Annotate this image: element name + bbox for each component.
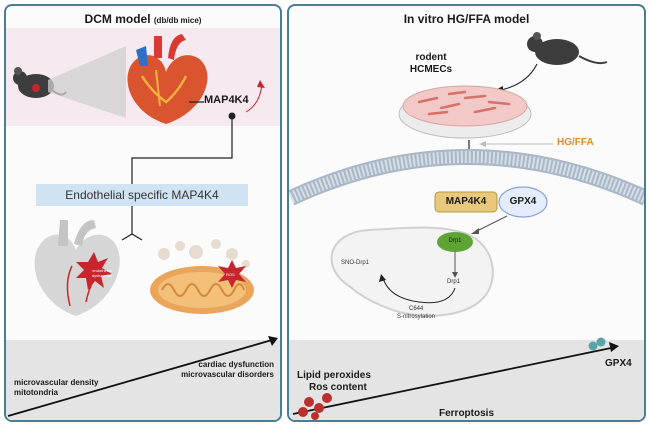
- in-vitro-title: In vitro HG/FFA model: [403, 12, 530, 26]
- sno-drp1-label: SNO-Drp1: [341, 260, 370, 266]
- endothelial-dysfunction-label: endothelial dysfunction: [91, 268, 113, 278]
- endothelial-specific-label: Endothelial specific MAP4K4: [65, 188, 219, 202]
- gpx4-label: GPX4: [509, 196, 537, 207]
- petri-dish-icon: [398, 85, 532, 139]
- dcm-model-title: DCM model (db/db mice): [6, 12, 280, 26]
- nitrosylation-arrow: [382, 277, 456, 304]
- cardiac-dysfunction-label: cardiac dysfunction: [198, 360, 274, 369]
- heart-gray-icon: [34, 220, 120, 316]
- bottom-band: [6, 340, 280, 420]
- s-nitrosylation-label: S-nitrosylation: [397, 314, 436, 320]
- cells-label-1: rodent: [415, 52, 447, 63]
- drp1-label: Drp1: [447, 279, 461, 285]
- cells-label-2: HCMECs: [409, 64, 453, 75]
- ros-content-label: Ros content: [309, 382, 367, 393]
- ros-label: ROS: [226, 272, 235, 277]
- dcm-title-sub: (db/db mice): [153, 16, 202, 25]
- map4k4-box: [434, 191, 498, 213]
- zoom-cone: [48, 46, 126, 118]
- in-vitro-panel: In vitro HG/FFA model rodent HCMECs HG/F…: [287, 4, 646, 422]
- trend-arrow: [292, 347, 612, 415]
- drp1-green-label: Drp1: [448, 238, 462, 244]
- mouse-icon: [527, 32, 608, 65]
- dcm-model-panel: DCM model (db/db mice) MAP4K4 Endothelia…: [4, 4, 282, 422]
- microvascular-disorders-label: microvascular disorders: [181, 370, 274, 379]
- map4k4-label: MAP4K4: [445, 196, 487, 207]
- heart-icon: [127, 34, 208, 124]
- dcm-model-graphics: [6, 28, 280, 420]
- map4k4-label: MAP4K4: [204, 94, 249, 106]
- ros-star: [218, 260, 246, 288]
- dysfunction-star: [76, 252, 112, 290]
- mouse-to-dish-arrow: [500, 63, 538, 91]
- gpx4-to-drp1-arrow: [474, 215, 508, 233]
- mitochondria-label: mitotondria: [14, 388, 58, 397]
- ferroptosis-label: Ferroptosis: [439, 408, 495, 419]
- endothelial-box: [36, 184, 248, 206]
- gpx4-bottom-label: GPX4: [605, 358, 632, 369]
- gpx4-dots: [588, 337, 606, 351]
- drp1-node: [437, 232, 473, 252]
- c644-label: C644: [409, 306, 424, 312]
- in-vitro-graphics: [289, 32, 644, 420]
- gpx4-ellipse: [498, 186, 548, 218]
- trend-arrow: [7, 339, 273, 417]
- inhibition-connector: [131, 118, 233, 188]
- hg-ffa-label: HG/FFA: [557, 137, 594, 148]
- ros-dots: [298, 393, 332, 420]
- dcm-title-main: DCM model: [84, 12, 151, 26]
- cell-membrane: [289, 149, 644, 206]
- lipid-peroxides-label: Lipid peroxides: [297, 370, 371, 381]
- microvascular-density-label: microvascular density: [14, 378, 99, 387]
